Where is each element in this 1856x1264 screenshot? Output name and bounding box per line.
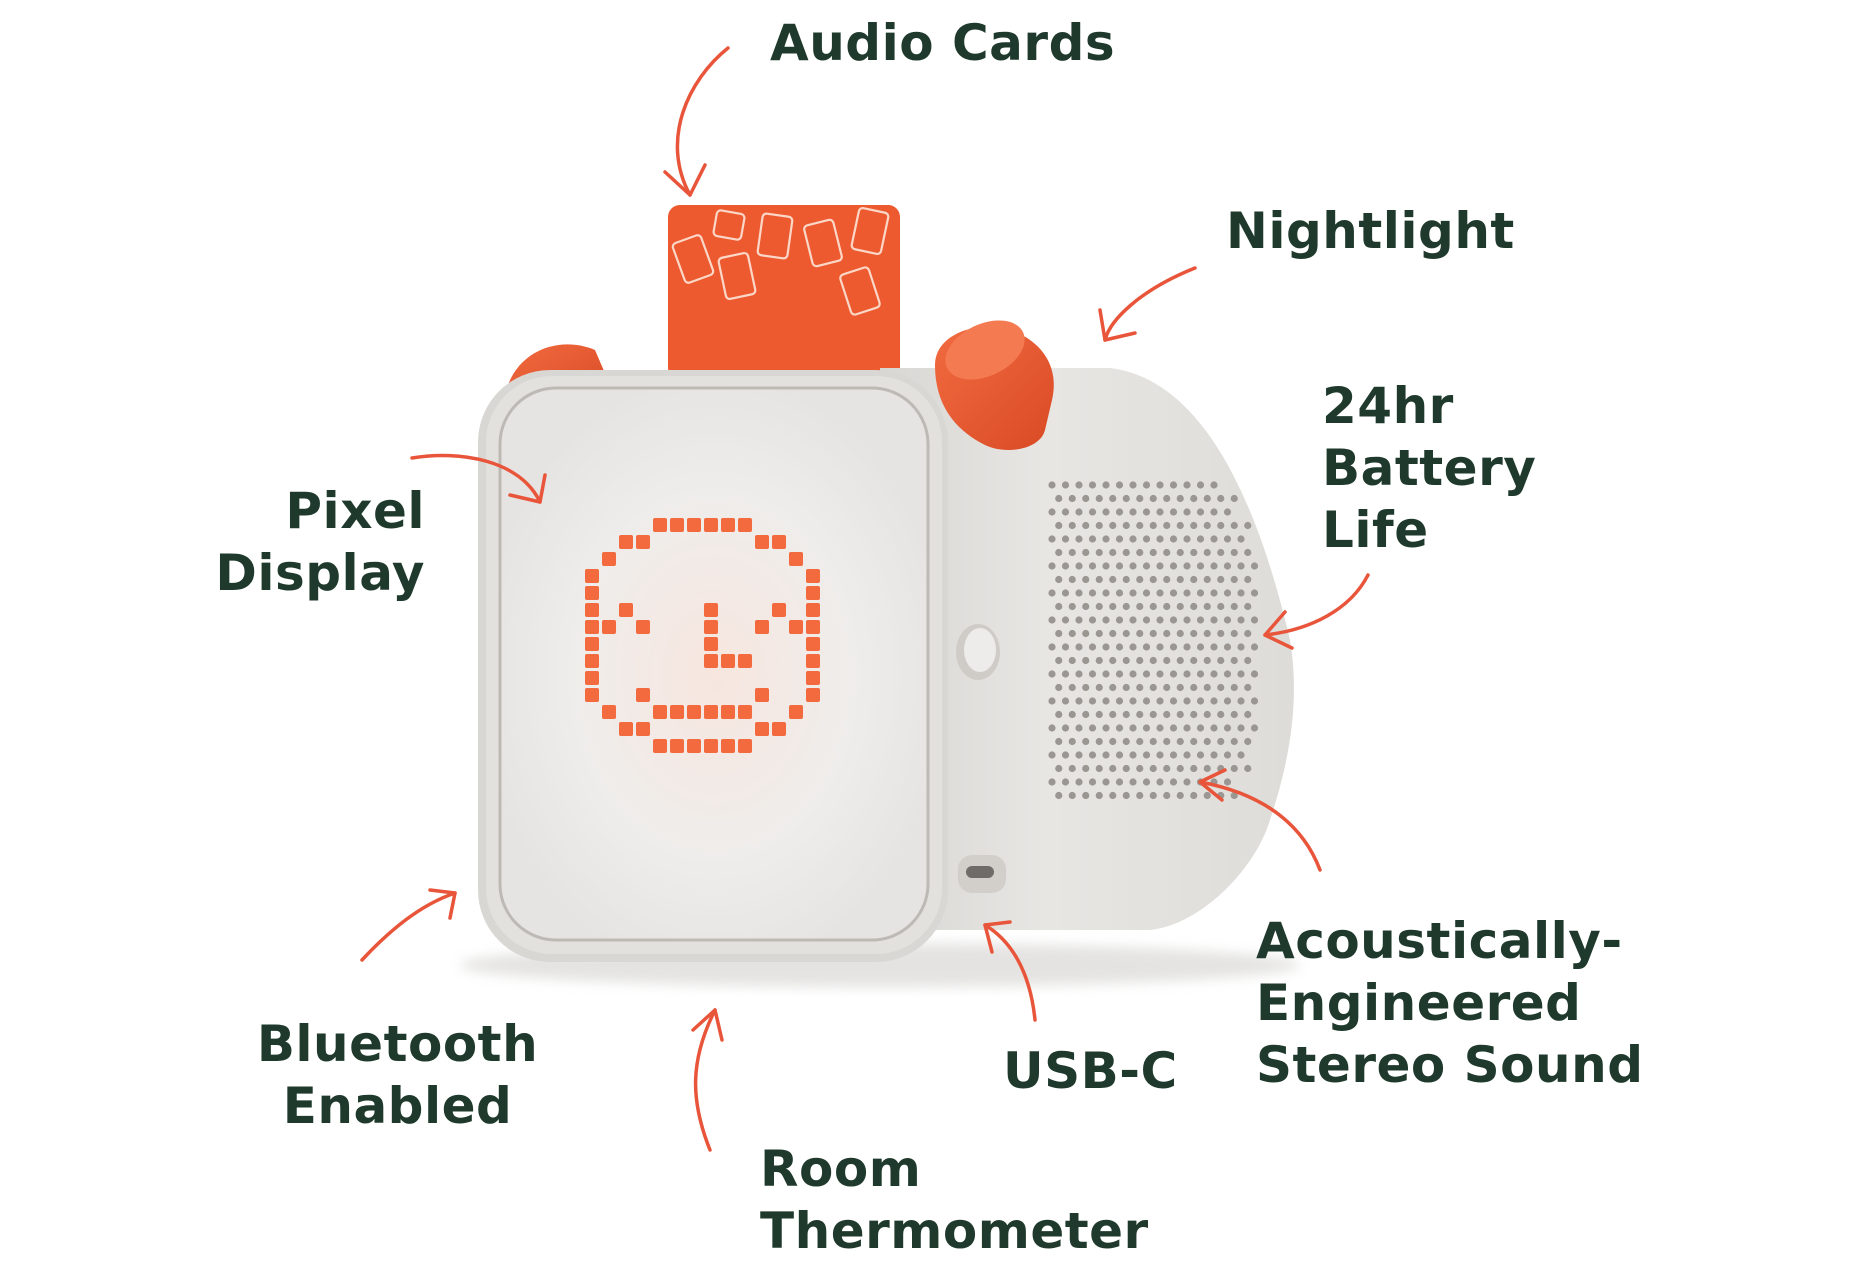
arrow-audio-cards: [663, 46, 730, 197]
label-battery-life: 24hr Battery Life: [1322, 377, 1537, 559]
speaker-grille: [1048, 481, 1259, 800]
label-stereo-sound: Acoustically- Engineered Stereo Sound: [1256, 912, 1644, 1094]
side-button: [956, 624, 1000, 680]
arrow-bluetooth: [360, 888, 457, 962]
usb-c-port: [958, 855, 1006, 893]
label-pixel-display: Pixel Display: [215, 482, 425, 602]
arrow-nightlight: [1098, 266, 1197, 342]
right-knob: [935, 320, 1054, 450]
audio-card: [668, 205, 900, 380]
arrow-room-thermometer: [691, 1008, 724, 1152]
label-usb-c: USB-C: [1003, 1042, 1178, 1100]
pixel-face: [585, 518, 820, 753]
arrow-stereo-sound: [1198, 768, 1322, 872]
label-audio-cards: Audio Cards: [770, 14, 1116, 72]
arrow-usb-c: [983, 920, 1037, 1022]
label-room-thermometer: Room Thermometer: [760, 1140, 1149, 1260]
device-body-side: [880, 368, 1294, 930]
label-bluetooth-enabled: Bluetooth Enabled: [256, 1015, 539, 1135]
arrow-pixel-display: [410, 453, 547, 504]
label-nightlight: Nightlight: [1226, 202, 1515, 260]
arrow-battery: [1263, 573, 1370, 650]
